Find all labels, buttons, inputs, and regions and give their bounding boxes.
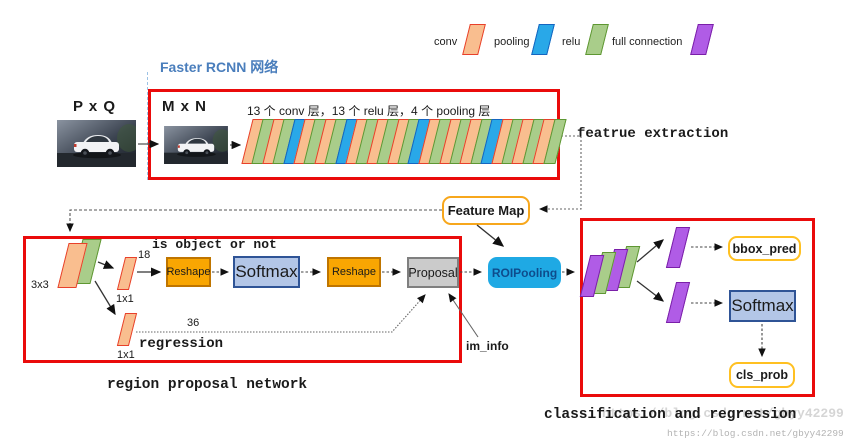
feature-map-label: Feature Map [447, 203, 525, 218]
relu-legend-icon [585, 24, 609, 55]
reshape2-node: Reshape [327, 257, 381, 287]
feature-map-node: Feature Map [442, 196, 530, 225]
resized-size-label: M x N [162, 98, 208, 115]
resized-car-photo [164, 126, 232, 169]
bbox-pred-label: bbox_pred [732, 241, 797, 256]
legend-label-pooling: pooling [494, 36, 530, 48]
watermark-faint: https://blog.csdn.net/gbyy42299 [602, 406, 844, 421]
conv1x1-cls-label: 1x1 [116, 293, 134, 305]
is-object-caption: is object or not [152, 237, 277, 252]
cls-prob-node: cls_prob [729, 362, 795, 388]
legend-label-full-connection: full connection [612, 36, 683, 48]
input-size-label: P x Q [73, 98, 117, 115]
rpn-section-label: region proposal network [107, 377, 308, 393]
proposal-label: Proposal [408, 265, 458, 280]
conv3x3-label: 3x3 [31, 279, 49, 291]
im-info-label: im_info [466, 339, 509, 353]
legend-label-conv: conv [434, 36, 458, 48]
proposal-node: Proposal [407, 257, 459, 288]
rpn-softmax-node: Softmax [233, 256, 300, 288]
layers-caption: 13 个 conv 层，13 个 relu 层，4 个 pooling 层 [247, 104, 491, 118]
pooling-legend-icon [531, 24, 555, 55]
reshape1-label: Reshape [166, 266, 211, 278]
full-connection-legend-icon [690, 24, 714, 55]
watermark-url: https://blog.csdn.net/gbyy42299 [667, 428, 844, 439]
conv-layer-stack [241, 119, 567, 165]
classification-regression-box [580, 218, 815, 397]
classification-section-label: classification and regression [544, 407, 797, 423]
conv-legend-icon [462, 24, 486, 55]
regression-caption: regression [139, 336, 224, 352]
cls-prob-label: cls_prob [735, 368, 789, 382]
reshape2-label: Reshape [331, 266, 377, 278]
roi-pooling-node: ROIPooling [488, 257, 561, 288]
conv1x1-reg-label: 1x1 [117, 349, 135, 361]
cls-channels-label: 18 [138, 249, 151, 261]
feature-extraction-section-label: featrue extraction [577, 126, 729, 142]
rpn-softmax-label: Softmax [235, 262, 298, 281]
legend-label-relu: relu [562, 36, 581, 48]
input-car-photo [57, 120, 141, 172]
roi-pooling-label: ROIPooling [491, 265, 558, 280]
network-title: Faster RCNN 网络 [160, 59, 279, 75]
cls-softmax-node: Softmax [729, 290, 796, 322]
input-separator-line [147, 72, 148, 180]
bbox-pred-node: bbox_pred [728, 236, 801, 261]
reshape1-node: Reshape [166, 257, 211, 287]
cls-softmax-label: Softmax [731, 296, 794, 315]
